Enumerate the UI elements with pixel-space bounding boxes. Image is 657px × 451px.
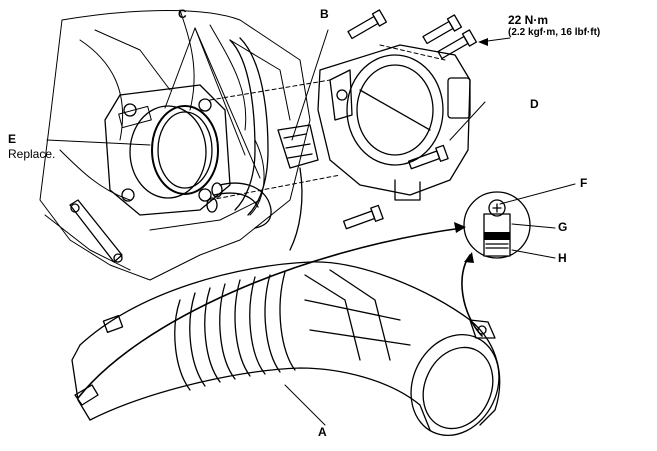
label-e: E — [8, 132, 17, 146]
label-d: D — [530, 97, 539, 111]
label-c: C — [178, 7, 187, 21]
coolant-hoses — [206, 37, 272, 229]
intake-flange — [104, 84, 231, 216]
arrowheads — [454, 222, 474, 263]
leader-lines — [46, 27, 576, 426]
label-f: F — [580, 176, 588, 190]
gasket — [151, 105, 219, 195]
clamp-detail-callout — [463, 191, 531, 259]
leader-arrowheads — [478, 38, 488, 46]
torque-value: 22 N·m — [508, 13, 549, 27]
mounting-bolts — [342, 9, 478, 230]
label-b: B — [320, 7, 329, 21]
label-h: H — [558, 251, 567, 265]
replace-note: Replace. — [8, 147, 56, 161]
engine-background — [39, 9, 311, 281]
label-a: A — [318, 425, 327, 439]
throttle-body — [317, 44, 471, 201]
torque-conversion: (2.2 kgf·m, 16 lbf·ft) — [508, 27, 601, 38]
intake-hose — [71, 261, 501, 437]
bracket — [69, 199, 123, 263]
alignment-lines — [209, 44, 446, 201]
sensor-connector — [277, 124, 319, 251]
label-g: G — [558, 220, 568, 234]
